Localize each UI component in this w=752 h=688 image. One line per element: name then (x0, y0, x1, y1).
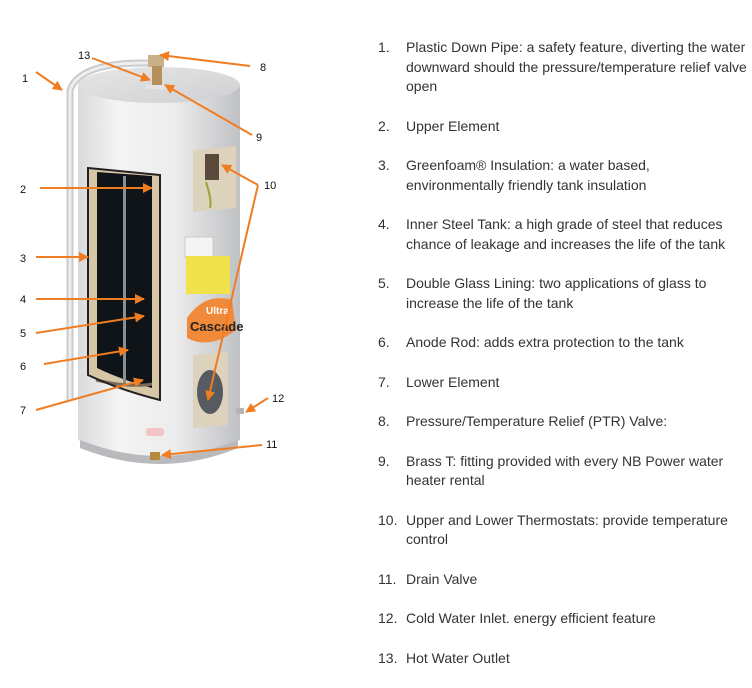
svg-text:Cascade: Cascade (190, 319, 243, 334)
legend-text: Upper and Lower Thermostats: provide tem… (406, 511, 728, 548)
legend-text: Pressure/Temperature Relief (PTR) Valve: (406, 413, 668, 429)
callout-7: 7 (20, 405, 26, 417)
legend-number: 10. (378, 511, 398, 528)
legend-item: 10. Upper and Lower Thermostats: provide … (378, 511, 750, 550)
legend-item: 12. Cold Water Inlet. energy efficient fe… (378, 609, 750, 629)
drain-valve (150, 452, 160, 460)
legend-text: Upper Element (406, 117, 500, 134)
callout-11: 11 (266, 439, 277, 451)
legend-text: Double Glass Lining: two applications of… (406, 275, 707, 311)
legend-item: 13. Hot Water Outlet (378, 649, 750, 669)
cold-water-inlet (236, 408, 244, 414)
svg-text:Ultra: Ultra (206, 306, 229, 317)
legend-number: 8. (378, 413, 390, 429)
callout-6: 6 (20, 361, 26, 373)
legend-number: 7. (378, 373, 390, 390)
legend-text: Cold Water Inlet. energy efficient featu… (406, 610, 656, 626)
legend-number: 3. (378, 157, 390, 173)
callout-8: 8 (260, 62, 266, 74)
callout-10: 10 (264, 180, 276, 192)
legend-text: Hot Water Outlet (406, 649, 510, 666)
tank-labels: Ultra Cascade (146, 236, 243, 436)
legend-text: Plastic Down Pipe: a safety feature, div… (406, 39, 747, 94)
parts-legend: 1. Plastic Down Pipe: a safety feature, d… (378, 38, 750, 688)
callout-2: 2 (20, 184, 26, 196)
cutaway-window (87, 166, 161, 402)
legend-item: 4. Inner Steel Tank: a high grade of stee… (378, 215, 750, 254)
legend-item: 8. Pressure/Temperature Relief (PTR) Valv… (378, 412, 750, 432)
legend-item: 5. Double Glass Lining: two applications … (378, 274, 750, 313)
legend-item: 9. Brass T: fitting provided with every N… (378, 452, 750, 491)
legend-text: Lower Element (406, 373, 500, 390)
legend-number: 1. (378, 39, 390, 55)
legend-text: Drain Valve (406, 570, 478, 587)
legend-text: Brass T: fitting provided with every NB … (406, 452, 724, 489)
legend-number: 4. (378, 216, 390, 232)
callout-arrows (35, 51, 269, 460)
upper-thermostat-panel (193, 146, 236, 212)
legend-number: 12. (378, 610, 398, 626)
callout-labels: 1 2 3 4 5 6 7 8 9 10 11 12 13 (20, 50, 284, 451)
legend-number: 2. (378, 117, 390, 134)
legend-number: 5. (378, 275, 390, 291)
plastic-down-pipe (66, 59, 149, 400)
legend-item: 3. Greenfoam® Insulation: a water based, … (378, 156, 750, 195)
legend-text: Anode Rod: adds extra protection to the … (406, 334, 684, 350)
callout-12: 12 (272, 393, 284, 405)
legend-item: 2. Upper Element (378, 117, 750, 137)
legend-text: Inner Steel Tank: a high grade of steel … (406, 216, 726, 252)
callout-4: 4 (20, 294, 26, 306)
legend-number: 6. (378, 334, 390, 350)
callout-3: 3 (20, 253, 26, 265)
legend-item: 6. Anode Rod: adds extra protection to th… (378, 333, 750, 353)
callout-9: 9 (256, 132, 262, 144)
legend-number: 9. (378, 452, 390, 469)
callout-13: 13 (78, 50, 90, 62)
callout-5: 5 (20, 328, 26, 340)
legend-item: 1. Plastic Down Pipe: a safety feature, d… (378, 38, 750, 97)
legend-item: 7. Lower Element (378, 373, 750, 393)
callout-1: 1 (22, 73, 28, 85)
legend-number: 11. (378, 570, 397, 587)
legend-number: 13. (378, 649, 398, 666)
legend-item: 11. Drain Valve (378, 570, 750, 590)
legend-text: Greenfoam® Insulation: a water based, en… (406, 157, 650, 193)
water-heater-diagram: Ultra Cascade 1 2 3 4 5 6 7 8 9 10 11 12 (20, 50, 284, 464)
